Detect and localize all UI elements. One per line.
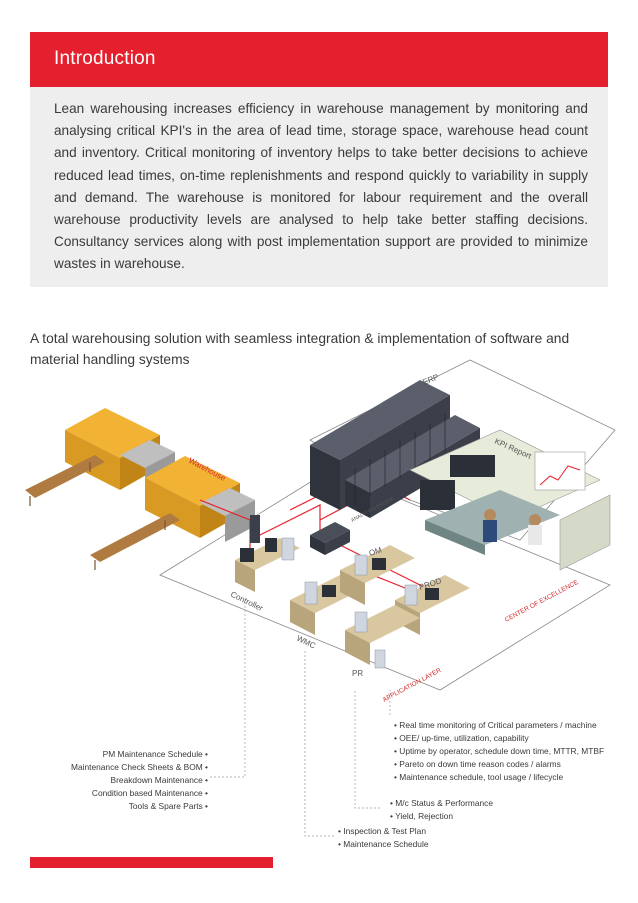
list-item: • OEE/ up-time, utilization, capability <box>394 733 529 743</box>
list-item: • M/c Status & Performance <box>390 798 494 808</box>
list-item: Maintenance Check Sheets & BOM • <box>70 762 208 772</box>
list-item: • Maintenance schedule, tool usage / lif… <box>394 772 564 782</box>
intro-paragraph: Lean warehousing increases efficiency in… <box>54 101 588 272</box>
kpi-report-wall <box>409 429 611 571</box>
list-item: Tools & Spare Parts • <box>128 801 208 811</box>
list-item: • Yield, Rejection <box>390 811 453 821</box>
pr-desk <box>345 605 420 669</box>
list-item: • Uptime by operator, schedule down time… <box>394 746 605 756</box>
list-item: • Maintenance Schedule <box>338 839 429 849</box>
list-item: • Pareto on down time reason codes / ala… <box>394 759 561 769</box>
list-item: • Real time monitoring of Critical param… <box>394 720 597 730</box>
pr-label: PR <box>352 669 363 678</box>
footer-accent-bar <box>30 857 273 868</box>
leader-lines <box>210 600 391 837</box>
conveyor-machine-2 <box>90 456 255 570</box>
intro-box: Lean warehousing increases efficiency in… <box>30 87 608 287</box>
middle-list: • M/c Status & Performance • Yield, Reje… <box>390 797 493 823</box>
controller-desk <box>235 515 300 592</box>
intro-title: Introduction <box>54 48 156 69</box>
left-list: PM Maintenance Schedule • Maintenance Ch… <box>71 748 208 813</box>
list-item: PM Maintenance Schedule • <box>102 749 208 759</box>
list-item: Condition based Maintenance • <box>91 788 208 798</box>
center-list: • Real time monitoring of Critical param… <box>394 719 604 784</box>
bottom-list: • Inspection & Test Plan • Maintenance S… <box>338 825 428 851</box>
om-label: OM <box>368 545 383 558</box>
intro-header: Introduction <box>30 32 608 87</box>
router-box <box>310 522 350 555</box>
section-subheading: A total warehousing solution with seamle… <box>30 331 570 367</box>
om-desk <box>340 545 415 605</box>
list-item: Breakdown Maintenance • <box>110 775 208 785</box>
list-item: • Inspection & Test Plan <box>338 826 426 836</box>
